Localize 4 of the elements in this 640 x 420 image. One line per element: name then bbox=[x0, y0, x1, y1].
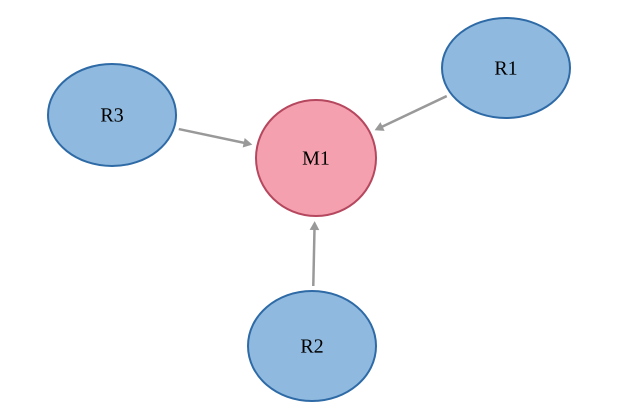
circle-node: R3 bbox=[47, 63, 177, 167]
circle-node: R2 bbox=[247, 290, 377, 402]
circle-node: M1 bbox=[255, 99, 377, 217]
circle-node: R1 bbox=[441, 17, 571, 119]
